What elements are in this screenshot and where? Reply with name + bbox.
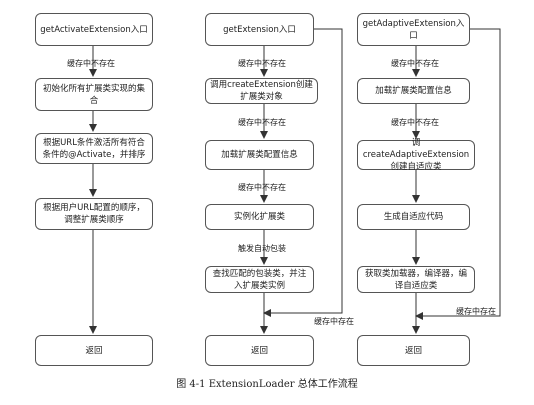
col2-edge-missing-label-3: 缓存中不存在: [238, 183, 286, 192]
col3-start-node: getAdaptiveExtension入口: [357, 13, 470, 46]
figure-caption: 图 4-1 ExtensionLoader 总体工作流程: [176, 379, 358, 390]
col1-step-activate: 根据URL条件激活所有符合条件的@Activate，并排序: [35, 133, 153, 164]
col3-bypass-line: [415, 28, 501, 320]
col2-step-wrapper: 查找匹配的包装类，并注入扩展类实例: [205, 266, 314, 293]
col2-end-node: 返回: [205, 335, 314, 366]
col1-step-init: 初始化所有扩展类实现的集合: [35, 78, 153, 111]
col2-edge-exists-label: 缓存中存在: [314, 317, 354, 326]
col3-edge-missing-label-1: 缓存中不存在: [391, 59, 439, 68]
col2-step-instantiate: 实例化扩展类: [205, 204, 314, 230]
col3-step-create-adaptive: 调createAdaptiveExtension创建自适应类: [357, 138, 475, 172]
col3-edge-exists-label: 缓存中存在: [456, 307, 496, 316]
col1-end-node: 返回: [35, 335, 153, 366]
col2-edge-missing-label-1: 缓存中不存在: [238, 59, 286, 68]
col1-start-node: getActivateExtension入口: [35, 13, 153, 46]
col3-step-load-config: 加载扩展类配置信息: [357, 78, 470, 104]
col3-step-generate-code: 生成自适应代码: [357, 204, 470, 230]
col2-edge-wrap-label: 触发自动包装: [238, 244, 286, 253]
col3-edge-missing-label-2: 缓存中不存在: [391, 118, 439, 127]
col2-step-create: 调用createExtension创建扩展类对象: [205, 78, 318, 104]
col3-step-compile: 获取类加载器，编译器，编译自适应类: [357, 266, 475, 293]
col3-end-node: 返回: [357, 335, 470, 366]
col2-edge-missing-label-2: 缓存中不存在: [238, 118, 286, 127]
col2-start-node: getExtension入口: [205, 13, 314, 46]
col2-step-load-config: 加载扩展类配置信息: [205, 140, 314, 170]
col2-bypass-line: [263, 28, 343, 317]
col1-edge-missing-label: 缓存中不存在: [67, 59, 115, 68]
col1-step-order: 根据用户URL配置的顺序，调整扩展类顺序: [35, 198, 153, 230]
